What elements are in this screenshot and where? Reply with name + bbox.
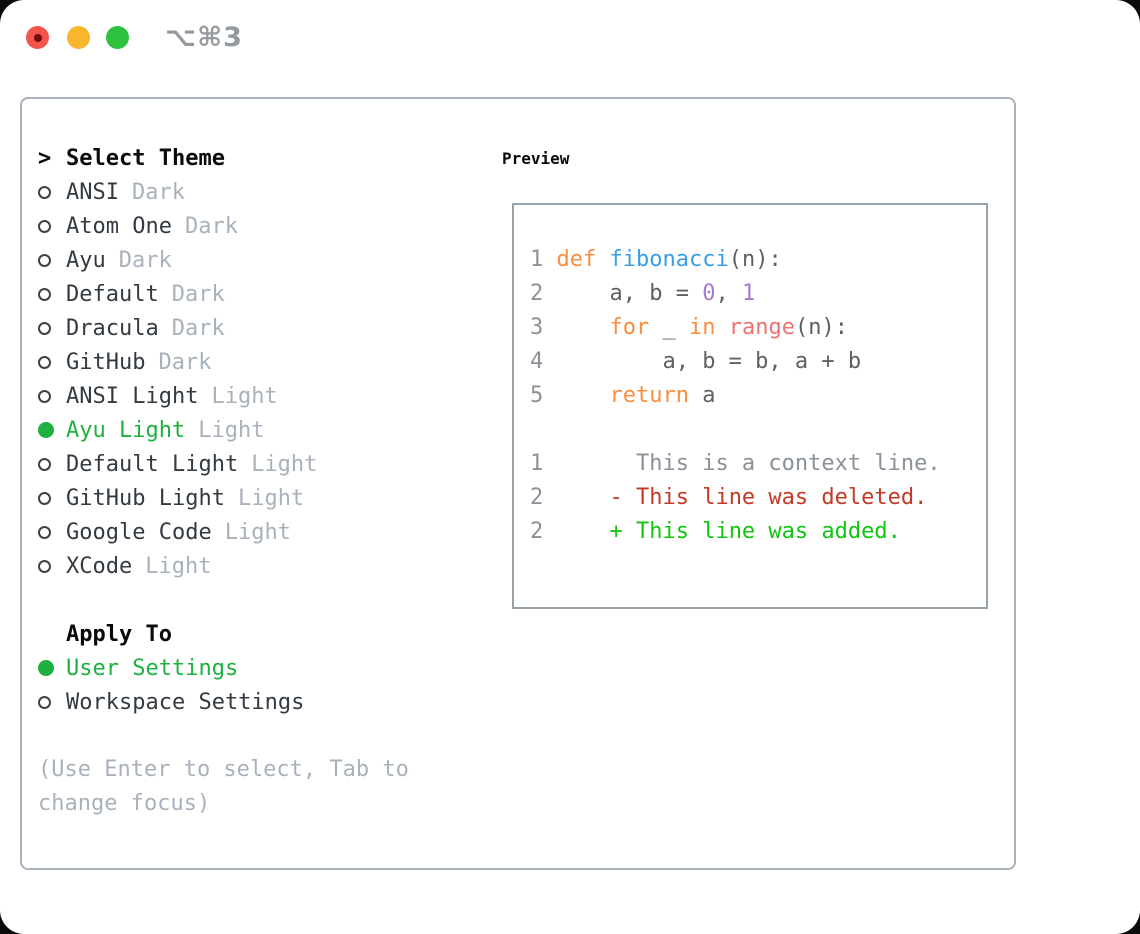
theme-variant-label: Dark bbox=[118, 247, 172, 273]
radio-unselected-icon bbox=[38, 287, 51, 301]
traffic-light-minimize-button[interactable] bbox=[67, 26, 90, 49]
theme-variant-label: Light bbox=[211, 383, 278, 409]
theme-option-label: Default Light bbox=[66, 451, 239, 477]
theme-variant-label: Dark bbox=[184, 213, 238, 239]
titlebar: ⌥⌘3 bbox=[0, 0, 1140, 75]
theme-option-label: ANSI bbox=[66, 179, 119, 205]
preview-title: Preview bbox=[502, 148, 570, 168]
theme-variant-label: Dark bbox=[131, 179, 185, 205]
radio-unselected-icon bbox=[38, 355, 51, 369]
code-preview: 1 def fibonacci(n): 2 a, b = 0, 1 3 for _ … bbox=[514, 205, 986, 549]
radio-unselected-icon bbox=[38, 389, 51, 403]
radio-unselected-icon bbox=[38, 321, 51, 335]
close-dot-icon bbox=[33, 33, 42, 42]
apply-option-user-settings[interactable]: User Settings bbox=[38, 651, 482, 685]
radio-unselected-icon bbox=[38, 219, 51, 233]
code-line: 2 - This line was deleted. bbox=[530, 485, 928, 510]
code-line: 1 def fibonacci(n): bbox=[530, 247, 782, 272]
apply-to-title: Apply To bbox=[66, 621, 172, 647]
theme-option-label: Google Code bbox=[66, 519, 212, 545]
theme-option-atom-one[interactable]: Atom One Dark bbox=[38, 209, 482, 243]
spacer bbox=[38, 583, 482, 617]
theme-variant-label: Light bbox=[251, 451, 318, 477]
code-line: 4 a, b = b, a + b bbox=[530, 349, 862, 374]
theme-option-label: XCode bbox=[66, 553, 133, 579]
prompt-icon: > bbox=[38, 145, 52, 171]
apply-option-label: User Settings bbox=[66, 655, 239, 681]
theme-option-ayu-light[interactable]: Ayu Light Light bbox=[38, 413, 482, 447]
theme-option-label: Default bbox=[66, 281, 159, 307]
code-line bbox=[530, 413, 986, 447]
radio-unselected-icon bbox=[38, 253, 51, 267]
theme-option-ansi[interactable]: ANSI Dark bbox=[38, 175, 482, 209]
window-title: ⌥⌘3 bbox=[165, 22, 243, 53]
radio-unselected-icon bbox=[38, 491, 51, 505]
theme-variant-label: Dark bbox=[171, 315, 225, 341]
radio-unselected-icon bbox=[38, 695, 51, 709]
theme-option-ansi-light[interactable]: ANSI Light Light bbox=[38, 379, 482, 413]
preview-header-row: Preview bbox=[502, 141, 1002, 175]
select-theme-title: Select Theme bbox=[66, 145, 225, 171]
theme-option-default[interactable]: Default Dark bbox=[38, 277, 482, 311]
theme-option-label: GitHub bbox=[66, 349, 146, 375]
theme-option-label: GitHub Light bbox=[66, 485, 225, 511]
radio-unselected-icon bbox=[38, 525, 51, 539]
theme-option-dracula[interactable]: Dracula Dark bbox=[38, 311, 482, 345]
theme-option-xcode[interactable]: XCode Light bbox=[38, 549, 482, 583]
usage-hint: (Use Enter to select, Tab to change focu… bbox=[38, 757, 409, 816]
code-line: 1 This is a context line. bbox=[530, 451, 941, 476]
theme-variant-label: Light bbox=[224, 519, 291, 545]
theme-variant-label: Light bbox=[198, 417, 265, 443]
theme-option-github[interactable]: GitHub Dark bbox=[38, 345, 482, 379]
theme-option-google-code[interactable]: Google Code Light bbox=[38, 515, 482, 549]
theme-variant-label: Dark bbox=[158, 349, 212, 375]
theme-option-github-light[interactable]: GitHub Light Light bbox=[38, 481, 482, 515]
apply-to-header: Apply To bbox=[38, 617, 482, 651]
radio-unselected-icon bbox=[38, 457, 51, 471]
theme-variant-label: Dark bbox=[171, 281, 225, 307]
radio-selected-icon bbox=[38, 660, 54, 676]
radio-selected-icon bbox=[38, 422, 54, 438]
traffic-light-close-button[interactable] bbox=[26, 26, 49, 49]
radio-unselected-icon bbox=[38, 559, 51, 573]
code-line: 5 return a bbox=[530, 383, 716, 408]
theme-option-label: Ayu Light bbox=[66, 417, 186, 443]
preview-panel: Preview 1 def fibonacci(n): 2 a, b = 0, 1… bbox=[502, 141, 1002, 609]
theme-variant-label: Light bbox=[237, 485, 305, 511]
apply-option-workspace-settings[interactable]: Workspace Settings bbox=[38, 685, 482, 719]
theme-option-label: ANSI Light bbox=[66, 383, 199, 409]
code-line: 3 for _ in range(n): bbox=[530, 315, 848, 340]
theme-option-default-light[interactable]: Default Light Light bbox=[38, 447, 482, 481]
code-line: 2 a, b = 0, 1 bbox=[530, 281, 756, 306]
radio-unselected-icon bbox=[38, 185, 51, 199]
apply-option-label: Workspace Settings bbox=[66, 689, 305, 715]
traffic-light-zoom-button[interactable] bbox=[106, 26, 129, 49]
spacer bbox=[38, 719, 482, 753]
code-line: 2 + This line was added. bbox=[530, 519, 901, 544]
theme-option-label: Atom One bbox=[66, 213, 172, 239]
theme-option-label: Ayu bbox=[66, 247, 106, 273]
theme-option-label: Dracula bbox=[66, 315, 159, 341]
theme-variant-label: Light bbox=[145, 553, 212, 579]
preview-box: 1 def fibonacci(n): 2 a, b = 0, 1 3 for _ … bbox=[512, 203, 988, 609]
select-theme-header: > Select Theme bbox=[38, 141, 482, 175]
theme-option-ayu[interactable]: Ayu Dark bbox=[38, 243, 482, 277]
